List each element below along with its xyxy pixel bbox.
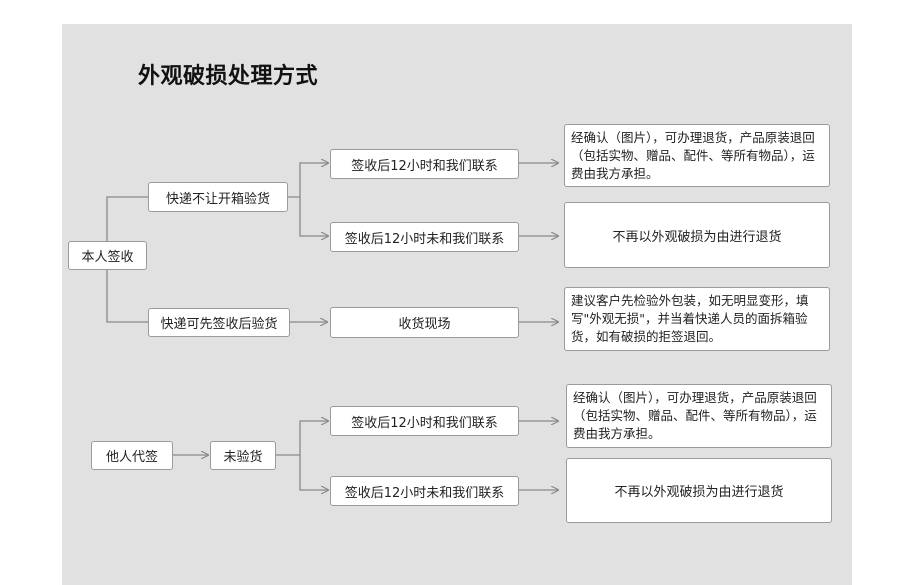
node-on-site: 收货现场: [330, 307, 519, 338]
node-courier-no-open: 快递不让开箱验货: [148, 182, 288, 212]
node-courier-sign-first: 快递可先签收后验货: [148, 308, 290, 337]
node-result-return-2: 经确认（图片），可办理退货，产品原装退回（包括实物、赠品、配件、等所有物品），运…: [566, 384, 832, 448]
node-self-sign: 本人签收: [68, 241, 147, 270]
node-sign-12h-contact-1: 签收后12小时和我们联系: [330, 149, 519, 179]
node-sign-12h-no-contact-1: 签收后12小时未和我们联系: [330, 222, 519, 252]
node-sign-12h-contact-2: 签收后12小时和我们联系: [330, 406, 519, 436]
node-sign-12h-no-contact-2: 签收后12小时未和我们联系: [330, 476, 519, 506]
node-other-sign: 他人代签: [91, 441, 173, 470]
node-result-no-return-2: 不再以外观破损为由进行退货: [566, 458, 832, 523]
node-on-site-advice: 建议客户先检验外包装，如无明显变形，填写"外观无损"，并当着快递人员的面拆箱验货…: [564, 287, 830, 351]
node-not-inspected: 未验货: [210, 441, 276, 470]
node-result-no-return-1: 不再以外观破损为由进行退货: [564, 202, 830, 268]
node-result-return-1: 经确认（图片），可办理退货，产品原装退回（包括实物、赠品、配件、等所有物品），运…: [564, 124, 830, 187]
diagram-title: 外观破损处理方式: [138, 64, 319, 89]
